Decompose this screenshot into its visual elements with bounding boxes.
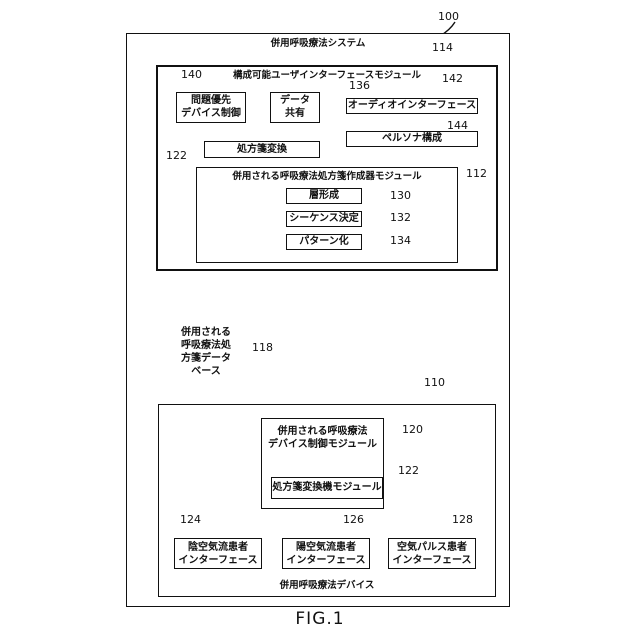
- ref-140: 140: [181, 68, 202, 81]
- priority-control-line2: デバイス制御: [176, 107, 246, 120]
- persona-label: ペルソナ構成: [346, 132, 478, 145]
- patterning-label: パターン化: [286, 235, 362, 248]
- database-line2: 呼吸療法処: [174, 339, 238, 352]
- positive-airflow-line2: インターフェース: [282, 554, 370, 567]
- database-line4: ベース: [174, 365, 238, 378]
- ref-132: 132: [390, 211, 411, 224]
- ref-124: 124: [180, 513, 201, 526]
- air-pulse-line1: 空気パルス患者: [388, 541, 476, 554]
- audio-interface-label: オーディオインターフェース: [346, 99, 478, 112]
- air-pulse-line2: インターフェース: [388, 554, 476, 567]
- prescription-conversion-label: 処方箋変換: [204, 143, 320, 156]
- data-sharing-line2: 共有: [270, 107, 320, 120]
- ref-122b: 122: [398, 464, 419, 477]
- ref-142: 142: [442, 72, 463, 85]
- device-title: 併用呼吸療法デバイス: [158, 580, 496, 592]
- ref-136: 136: [349, 79, 370, 92]
- ref-134: 134: [390, 234, 411, 247]
- ref-100: 100: [438, 10, 459, 23]
- device-control-line2: デバイス制御モジュール: [261, 438, 384, 451]
- sequencing-label: シーケンス決定: [286, 212, 362, 225]
- ref-120: 120: [402, 423, 423, 436]
- ref-112: 112: [466, 167, 487, 180]
- converter-module-label: 処方箋変換機モジュール: [271, 481, 383, 494]
- data-sharing-line1: データ: [270, 94, 320, 107]
- rx-creator-title: 併用される呼吸療法処方箋作成器モジュール: [196, 171, 458, 183]
- database-line3: 方箋データ: [174, 352, 238, 365]
- ref-122a: 122: [166, 149, 187, 162]
- ref-128: 128: [452, 513, 473, 526]
- figure-label: FIG.1: [270, 609, 370, 629]
- ref-114: 114: [432, 41, 453, 54]
- ref-110: 110: [424, 376, 445, 389]
- ref-118: 118: [252, 341, 273, 354]
- database-line1: 併用される: [174, 326, 238, 339]
- layering-label: 層形成: [286, 189, 362, 202]
- negative-airflow-line1: 陰空気流患者: [174, 541, 262, 554]
- negative-airflow-line2: インターフェース: [174, 554, 262, 567]
- ref-130: 130: [390, 189, 411, 202]
- ref-126: 126: [343, 513, 364, 526]
- device-control-line1: 併用される呼吸療法: [261, 425, 384, 438]
- positive-airflow-line1: 陽空気流患者: [282, 541, 370, 554]
- ref-144: 144: [447, 119, 468, 132]
- priority-control-line1: 問題優先: [176, 94, 246, 107]
